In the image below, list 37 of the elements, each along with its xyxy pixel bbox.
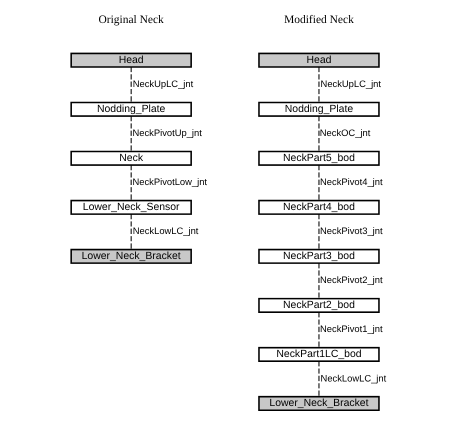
connector xyxy=(318,361,320,397)
node-box: NeckPart2_bod xyxy=(258,298,380,313)
node-box: NeckPart1LC_bod xyxy=(258,346,380,362)
edge-label: NeckPivot1_jnt xyxy=(320,323,383,334)
connector xyxy=(130,214,132,250)
connector xyxy=(318,116,320,152)
connector xyxy=(130,165,132,200)
node-box: Lower_Neck_Bracket xyxy=(70,248,192,264)
connector xyxy=(130,67,132,102)
connector xyxy=(318,263,320,299)
node-box: Lower_Neck_Bracket xyxy=(258,396,380,412)
edge-label: NeckLowLC_jnt xyxy=(132,225,198,236)
connector xyxy=(318,214,320,250)
edge-label: NeckPivot3_jnt xyxy=(320,225,383,236)
node-box: NeckPart4_bod xyxy=(258,200,380,215)
connector xyxy=(318,165,320,200)
node-box: Neck xyxy=(70,150,192,166)
node-box: Nodding_Plate xyxy=(70,102,192,117)
edge-label: NeckPivotUp_jnt xyxy=(132,127,202,138)
node-box: Head xyxy=(70,52,192,68)
connector xyxy=(318,67,320,102)
connector xyxy=(130,116,132,152)
edge-label: NeckUpLC_jnt xyxy=(320,78,382,90)
node-box: Head xyxy=(258,52,380,68)
edge-label: NeckPivot2_jnt xyxy=(320,274,383,286)
node-box: Lower_Neck_Sensor xyxy=(70,200,192,215)
edge-label: NeckOC_jnt xyxy=(320,127,370,138)
edge-label: NeckPivotLow_jnt xyxy=(132,176,208,188)
edge-label: NeckLowLC_jnt xyxy=(320,372,386,384)
label: Modified Neck xyxy=(284,14,354,26)
connector xyxy=(318,312,320,348)
node-box: NeckPart3_bod xyxy=(258,248,380,264)
node-box: NeckPart5_bod xyxy=(258,150,380,166)
node-box: Nodding_Plate xyxy=(258,102,380,117)
edge-label: NeckUpLC_jnt xyxy=(132,78,194,90)
edge-label: NeckPivot4_jnt xyxy=(320,176,383,188)
label: Original Neck xyxy=(98,14,164,26)
